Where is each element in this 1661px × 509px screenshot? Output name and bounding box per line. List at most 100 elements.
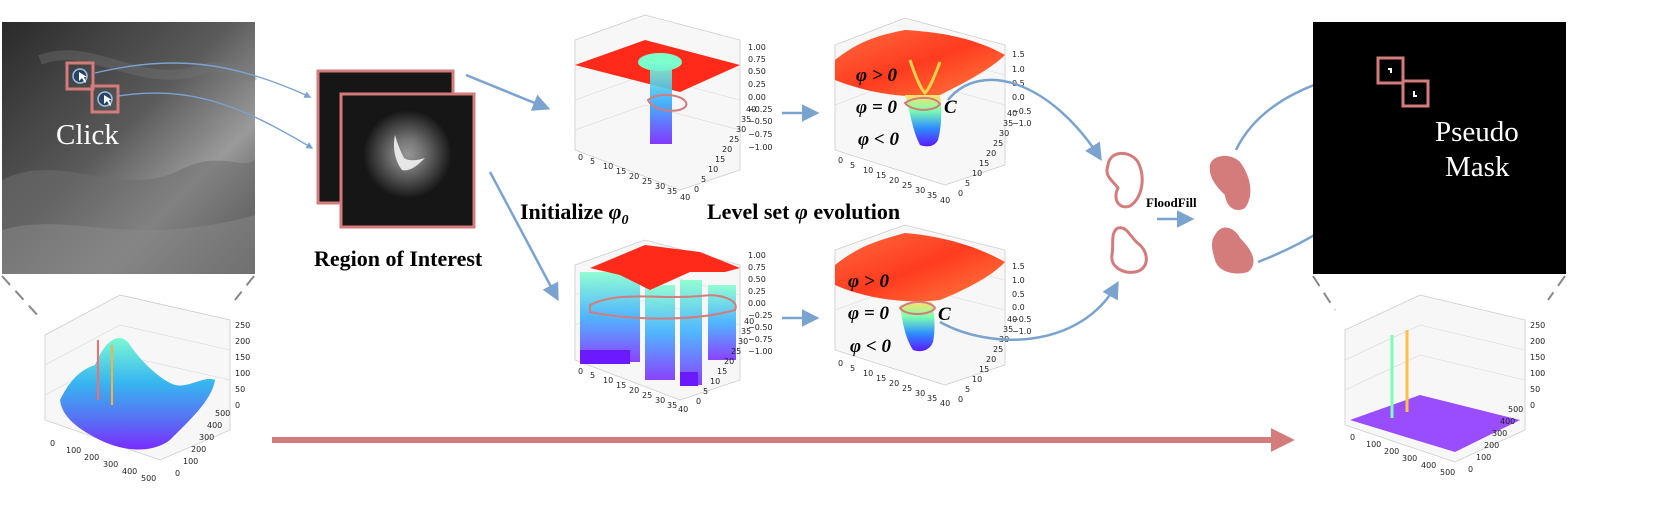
level-set-label: Level set φ evolution [707,199,900,224]
c-label-bottom: C [938,304,951,325]
svg-text:−1.0: −1.0 [1012,119,1031,128]
evolution-plot-top: φ > 0 φ = 0 C φ < 0 1.5 1.0 0.5 0.0 −0.5… [834,17,1031,205]
init-bottom-z-ticks: 1.00 0.75 0.50 0.25 0.00 −0.25 −0.50 −0.… [748,251,773,356]
svg-text:15: 15 [979,365,989,374]
click-marker-2[interactable] [90,84,120,114]
contour-outline-bottom [1110,226,1148,274]
svg-text:5: 5 [701,175,706,184]
mask-box-2 [1401,79,1430,108]
svg-text:0: 0 [578,367,583,376]
svg-text:35: 35 [1003,119,1013,128]
svg-text:30: 30 [655,182,665,191]
svg-text:−0.5: −0.5 [1012,315,1031,324]
svg-text:20: 20 [724,357,734,366]
evo-top-x-ticks: 0 5 10 15 20 25 30 35 40 [838,156,950,205]
evo-surface-top [835,30,1005,97]
click-marker-1[interactable] [65,61,95,91]
svg-text:0.25: 0.25 [748,80,766,89]
left-x-ticks: 0 100 200 300 400 500 [50,439,156,483]
svg-text:20: 20 [889,176,899,185]
arrow-contour-top [947,78,1102,161]
click-label: Click [56,119,119,151]
svg-text:1.5: 1.5 [1012,262,1025,271]
svg-text:30: 30 [999,129,1009,138]
svg-text:200: 200 [84,453,99,462]
roi-label: Region of Interest [314,246,483,271]
svg-text:200: 200 [191,445,206,454]
svg-text:15: 15 [715,155,725,164]
svg-text:1.00: 1.00 [748,251,766,260]
svg-text:0: 0 [578,153,583,162]
svg-text:−0.50: −0.50 [748,117,773,126]
svg-text:40: 40 [940,196,950,205]
arrow-contour-bottom [939,280,1119,341]
svg-text:0.00: 0.00 [748,93,766,102]
svg-text:0: 0 [696,397,701,406]
evolution-plot-bottom: φ > 0 φ = 0 C φ < 0 1.5 1.0 0.5 0.0 −0.5… [834,224,1031,408]
phi-zero-label-bottom: φ = 0 [848,303,889,324]
svg-text:−0.5: −0.5 [1012,107,1031,116]
svg-text:50: 50 [1530,385,1540,394]
filled-mask-bottom [1211,227,1254,274]
input-image-panel: Click [2,22,258,274]
svg-text:0.75: 0.75 [748,55,766,64]
svg-text:300: 300 [1492,429,1507,438]
svg-text:250: 250 [235,321,250,330]
svg-text:0: 0 [1468,465,1473,474]
svg-text:400: 400 [1500,417,1515,426]
left-y-ticks: 0 100 200 300 400 500 [175,409,230,478]
mask-plot-right: 250 200 150 100 50 0 0 100 200 300 400 5… [1344,294,1545,477]
init-top-y-ticks: 0 5 10 15 20 25 30 35 40 [694,105,756,194]
svg-text:1.0: 1.0 [1012,276,1025,285]
evo-top-z-ticks: 1.5 1.0 0.5 0.0 −0.5 −1.0 [1012,50,1031,128]
phi-pos-label-top: φ > 0 [856,65,897,86]
init-bottom-x-ticks: 0 5 10 15 20 25 30 35 40 [578,367,688,414]
svg-text:−0.25: −0.25 [748,311,773,320]
svg-text:5: 5 [703,387,708,396]
svg-text:10: 10 [972,375,982,384]
svg-text:30: 30 [915,389,925,398]
svg-text:25: 25 [902,384,912,393]
svg-text:0: 0 [235,401,240,410]
right-y-ticks: 0 100 200 300 400 500 [1468,405,1523,474]
svg-text:0: 0 [175,469,180,478]
evo-surface-bottom [835,233,1005,302]
svg-text:30: 30 [738,337,748,346]
svg-text:40: 40 [678,405,688,414]
svg-text:5: 5 [965,385,970,394]
mask-label: Mask [1445,151,1510,183]
svg-text:0: 0 [958,189,963,198]
svg-text:0.00: 0.00 [748,299,766,308]
svg-text:0: 0 [1530,401,1535,410]
svg-text:25: 25 [902,181,912,190]
svg-text:30: 30 [655,396,665,405]
svg-text:10: 10 [972,169,982,178]
svg-text:15: 15 [876,374,886,383]
svg-text:0.25: 0.25 [748,287,766,296]
svg-text:0.75: 0.75 [748,263,766,272]
svg-text:0.0: 0.0 [1012,93,1025,102]
svg-text:250: 250 [1530,321,1545,330]
svg-text:40: 40 [1007,315,1017,324]
svg-text:300: 300 [1402,454,1417,463]
svg-text:25: 25 [731,347,741,356]
svg-text:0: 0 [838,359,843,368]
bird-shape [393,135,425,171]
init-top-x-ticks: 0 5 10 15 20 25 30 35 40 [578,153,690,202]
svg-text:1.0: 1.0 [1012,65,1025,74]
evo-top-y-ticks: 0 5 10 15 20 25 30 35 40 [958,109,1017,198]
initialize-label: Initialize φ0 [520,199,628,228]
svg-text:0.5: 0.5 [1012,79,1025,88]
svg-text:−0.25: −0.25 [748,105,773,114]
svg-text:500: 500 [1440,468,1455,477]
svg-text:5: 5 [590,371,595,380]
svg-text:300: 300 [103,460,118,469]
mask-box-1 [1376,56,1405,85]
svg-text:10: 10 [863,166,873,175]
svg-text:0.50: 0.50 [748,275,766,284]
svg-text:5: 5 [590,157,595,166]
right-x-ticks: 0 100 200 300 400 500 [1350,433,1455,477]
svg-text:−0.50: −0.50 [748,323,773,332]
svg-text:25: 25 [729,135,739,144]
svg-text:35: 35 [741,115,751,124]
